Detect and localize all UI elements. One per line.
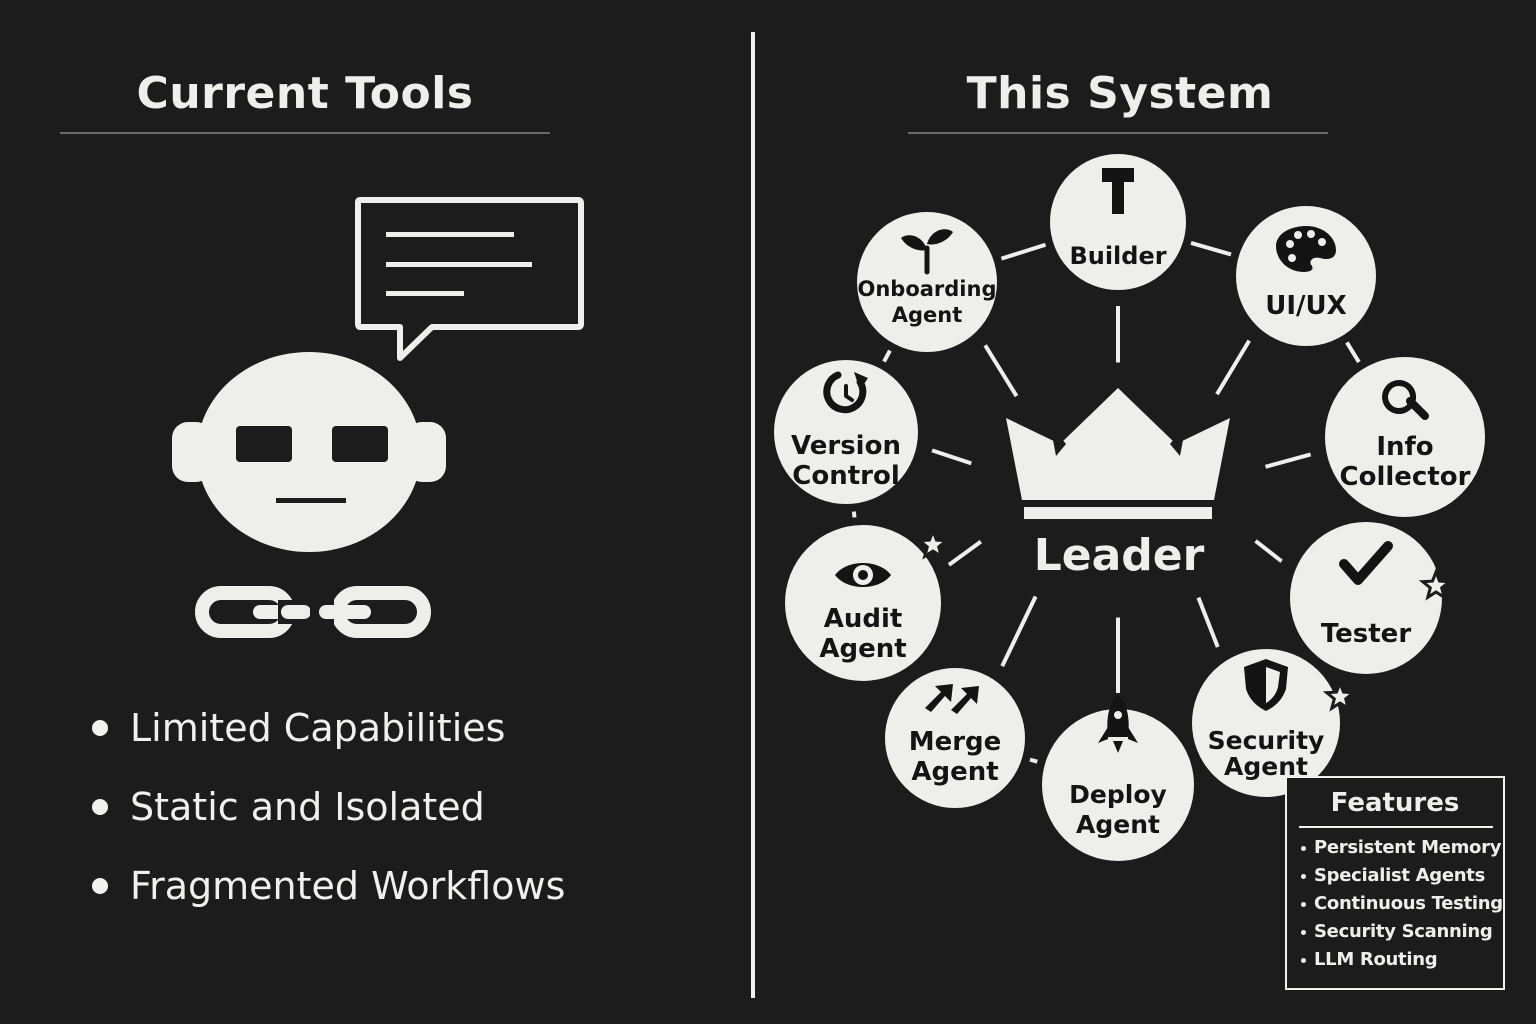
connector-line	[1345, 341, 1361, 364]
connector-line	[947, 540, 983, 567]
connector-line	[1254, 539, 1283, 563]
agent-node-circle	[1188, 645, 1344, 801]
features-panel: Features Persistent Memory Specialist Ag…	[1285, 776, 1505, 990]
connector-line	[1000, 595, 1038, 667]
connector-line	[882, 349, 892, 363]
star-badge-icon	[1418, 567, 1454, 601]
features-title: Features	[1330, 788, 1460, 818]
agent-node-label: Agent	[892, 303, 963, 327]
connector-line	[931, 448, 972, 466]
refresh-icon	[823, 371, 868, 414]
eye-icon	[835, 563, 891, 587]
agent-node-label: Merge	[909, 727, 1002, 757]
limitations-list: Limited Capabilities Static and Isolated…	[92, 688, 565, 925]
agent-node-label: Onboarding	[857, 277, 996, 301]
agent-node-label: Deploy	[1069, 780, 1167, 809]
agent-node-circle	[1232, 202, 1380, 350]
sprout-icon	[901, 229, 953, 275]
agent-node-circle	[1046, 150, 1190, 294]
magnifier-icon	[1382, 380, 1429, 420]
features-list: Persistent Memory Specialist Agents Cont…	[1287, 834, 1503, 974]
agent-node-builder: Builder	[1046, 150, 1190, 294]
agent-node-label: Version	[791, 431, 901, 461]
limitation-item: Static and Isolated	[92, 767, 565, 846]
this-system-title: This System	[966, 68, 1274, 119]
agent-node-label: Security	[1208, 726, 1325, 755]
connector-line	[1190, 241, 1232, 257]
agent-node-circle	[770, 356, 922, 508]
current-tools-title: Current Tools	[136, 68, 474, 119]
agent-node-label: Agent	[819, 634, 906, 664]
agent-node-label: Tester	[1321, 619, 1411, 649]
bullet-dot	[92, 719, 108, 736]
panel-divider	[751, 32, 755, 998]
crown-icon	[1006, 388, 1230, 500]
agent-node-circle	[781, 521, 945, 685]
feature-item: LLM Routing	[1301, 946, 1503, 974]
agent-node-circle	[1321, 353, 1489, 521]
speech-bubble-icon	[355, 197, 584, 361]
bullet-dot	[92, 877, 108, 894]
connector-line	[1000, 242, 1047, 261]
shield-icon	[1244, 659, 1288, 711]
agent-node-label: Agent	[911, 757, 998, 787]
current-tools-title-rule	[60, 132, 550, 134]
connector-line	[983, 344, 1019, 398]
agent-node-label: Collector	[1340, 462, 1471, 492]
agent-node-label: Audit	[824, 604, 903, 634]
connector-line	[1264, 452, 1312, 469]
connector-lines	[851, 241, 1361, 764]
merge-arrows-icon	[925, 684, 979, 714]
agent-node-label: Control	[792, 461, 899, 491]
leader-label: Leader	[1034, 530, 1205, 581]
connector-line	[1029, 757, 1038, 764]
robot-icon	[172, 352, 446, 552]
star-badge-icon	[915, 526, 951, 560]
leader-hub: Leader	[1006, 388, 1230, 581]
feature-item: Security Scanning	[1301, 918, 1503, 946]
hammer-icon	[1102, 168, 1134, 214]
agent-node-tester: Tester	[1286, 518, 1454, 678]
robot-illustration	[172, 197, 584, 638]
features-rule	[1299, 826, 1493, 828]
bullet-dot	[92, 798, 108, 815]
agent-node-circle	[1286, 518, 1446, 678]
agent-node-label: Info	[1376, 432, 1433, 462]
star-badge-icon	[1322, 678, 1358, 712]
connector-line	[1196, 596, 1220, 648]
limitation-item: Limited Capabilities	[92, 688, 565, 767]
agent-node-label: Agent	[1076, 810, 1160, 839]
feature-item: Continuous Testing	[1301, 890, 1503, 918]
agent-node-circle	[881, 664, 1029, 812]
palette-icon	[1276, 226, 1336, 272]
checkmark-icon	[1339, 541, 1393, 585]
agent-node-circle	[853, 208, 1001, 356]
rocket-icon	[1098, 695, 1138, 753]
feature-item: Persistent Memory	[1301, 834, 1503, 862]
agent-node-label: UI/UX	[1265, 291, 1346, 321]
connector-line	[1215, 339, 1251, 396]
limitation-item: Fragmented Workflows	[92, 846, 565, 925]
this-system-title-rule	[908, 132, 1328, 134]
feature-item: Specialist Agents	[1301, 862, 1503, 890]
agent-node-label: Builder	[1069, 242, 1166, 270]
connector-line	[851, 511, 857, 518]
agent-node-uiux: UI/UX	[1232, 202, 1380, 350]
